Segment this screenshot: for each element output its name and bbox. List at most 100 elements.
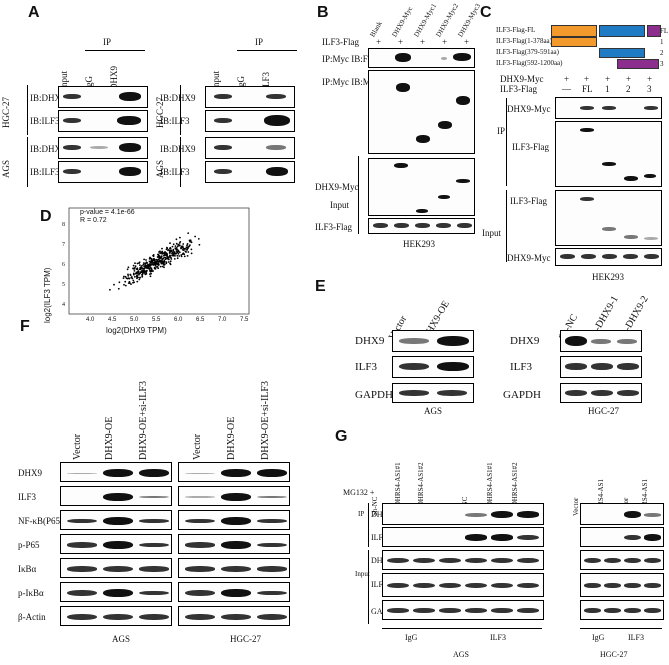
scatter-point [132, 281, 134, 284]
scatter-point [138, 262, 140, 264]
scatter-point [161, 253, 164, 255]
scatter-point [147, 267, 149, 269]
scatter-point [178, 244, 181, 247]
scatter-point [141, 268, 144, 270]
scatter-point [156, 256, 159, 258]
scatter-point [139, 272, 141, 275]
scatter-point [127, 277, 130, 280]
scatter-point [149, 266, 151, 269]
blot-f-ags-row-0 [60, 462, 172, 482]
scatter-point [142, 263, 145, 266]
blot-b-input-myc [368, 158, 475, 216]
scatter-point [148, 268, 151, 270]
scatter-point [135, 271, 138, 274]
panel-letter-f: F [20, 318, 30, 335]
scatter-point [158, 251, 160, 253]
row-ibdhx9-a3: IB:DHX9 [160, 93, 196, 103]
scatter-point [146, 262, 149, 264]
scatter-point [154, 261, 157, 264]
scatter-point [159, 265, 162, 268]
scatter-point [198, 243, 201, 246]
scatter-point [163, 259, 166, 262]
input-label-b: Input [330, 200, 349, 210]
blot-a1-ilf3 [58, 110, 148, 132]
scatter-point [130, 283, 132, 285]
scatter-point [189, 239, 192, 242]
scatter-point [145, 264, 148, 267]
scatter-point [136, 277, 138, 280]
scatter-point [150, 272, 153, 275]
blot-g-hgc-row-2 [580, 550, 664, 570]
blot-a1-dhx9 [58, 86, 148, 108]
blot-g-ags-row-2 [382, 550, 544, 570]
scatter-point [134, 265, 137, 268]
scatter-point [185, 246, 188, 249]
scatter-point [172, 254, 175, 257]
scatter-point [154, 267, 157, 270]
scatter-point [133, 270, 136, 272]
scatter-point [161, 260, 163, 263]
scatter-point [180, 246, 183, 249]
scatter-point [179, 236, 181, 239]
scatter-point [170, 256, 172, 259]
blot-e-hgc-gapdh [560, 383, 642, 403]
blot-a4-ilf3 [205, 161, 295, 183]
scatter-point [127, 273, 129, 276]
scatter-point [174, 255, 176, 257]
scatter-point [175, 248, 178, 251]
scatter-point [146, 269, 148, 272]
scatter-point [124, 275, 127, 278]
scatter-point [157, 259, 159, 261]
blot-b-ipflag [368, 48, 475, 68]
blot-a2-dhx9 [58, 137, 148, 159]
blot-f-ags-row-1 [60, 486, 172, 506]
scatter-point [164, 258, 167, 261]
panel-letter-d: D [40, 208, 52, 225]
scatter-point [184, 248, 187, 250]
scatter-point [143, 267, 146, 270]
blot-f-ags-row-2 [60, 510, 172, 530]
ip-label-c: IP [497, 126, 506, 136]
scatter-point [175, 250, 178, 252]
scatter-point [169, 263, 172, 266]
blot-e-hgc-dhx9 [560, 330, 642, 352]
scatter-point [172, 243, 175, 246]
scatter-point [168, 251, 171, 254]
scatter-point [176, 254, 179, 257]
row-ibdhx9-a2: IB:DHX9 [30, 144, 66, 154]
scatter-point [163, 254, 165, 257]
scatter-point [150, 268, 153, 271]
scatter-point [183, 253, 186, 256]
scatter-point [127, 266, 130, 269]
scatter-point [186, 244, 188, 247]
scatter-point [144, 262, 147, 265]
scatter-point [163, 260, 166, 263]
scatter-point [177, 252, 180, 255]
scatter-point [170, 250, 172, 252]
scatter-point [149, 275, 152, 278]
scatter-point [124, 284, 127, 287]
scatter-point [141, 264, 143, 267]
row-ibilf3-a2: IB:ILF3 [30, 167, 60, 177]
blot-c-ip-dhx9 [555, 97, 662, 119]
panel-letter-b: B [317, 4, 329, 21]
scatter-point [143, 272, 145, 274]
scatter-point [129, 274, 132, 276]
cell-ags-a1: AGS [1, 159, 11, 178]
scatter-point [157, 267, 160, 270]
scatter-point [130, 276, 133, 279]
scatter-point [148, 257, 151, 260]
domain-purple-fl [647, 25, 661, 37]
scatter-point [155, 260, 158, 263]
scatter-point [171, 252, 173, 255]
scatter-point [161, 250, 164, 253]
blot-g-hgc-row-1 [580, 527, 664, 547]
scatter-point [144, 270, 147, 273]
scatter-point [145, 273, 148, 275]
scatter-point [166, 255, 169, 258]
panel-letter-g: G [335, 428, 348, 445]
scatter-point [186, 249, 188, 251]
scatter-point [175, 238, 178, 241]
scatter-point [149, 269, 152, 272]
scatter-point [175, 242, 178, 245]
